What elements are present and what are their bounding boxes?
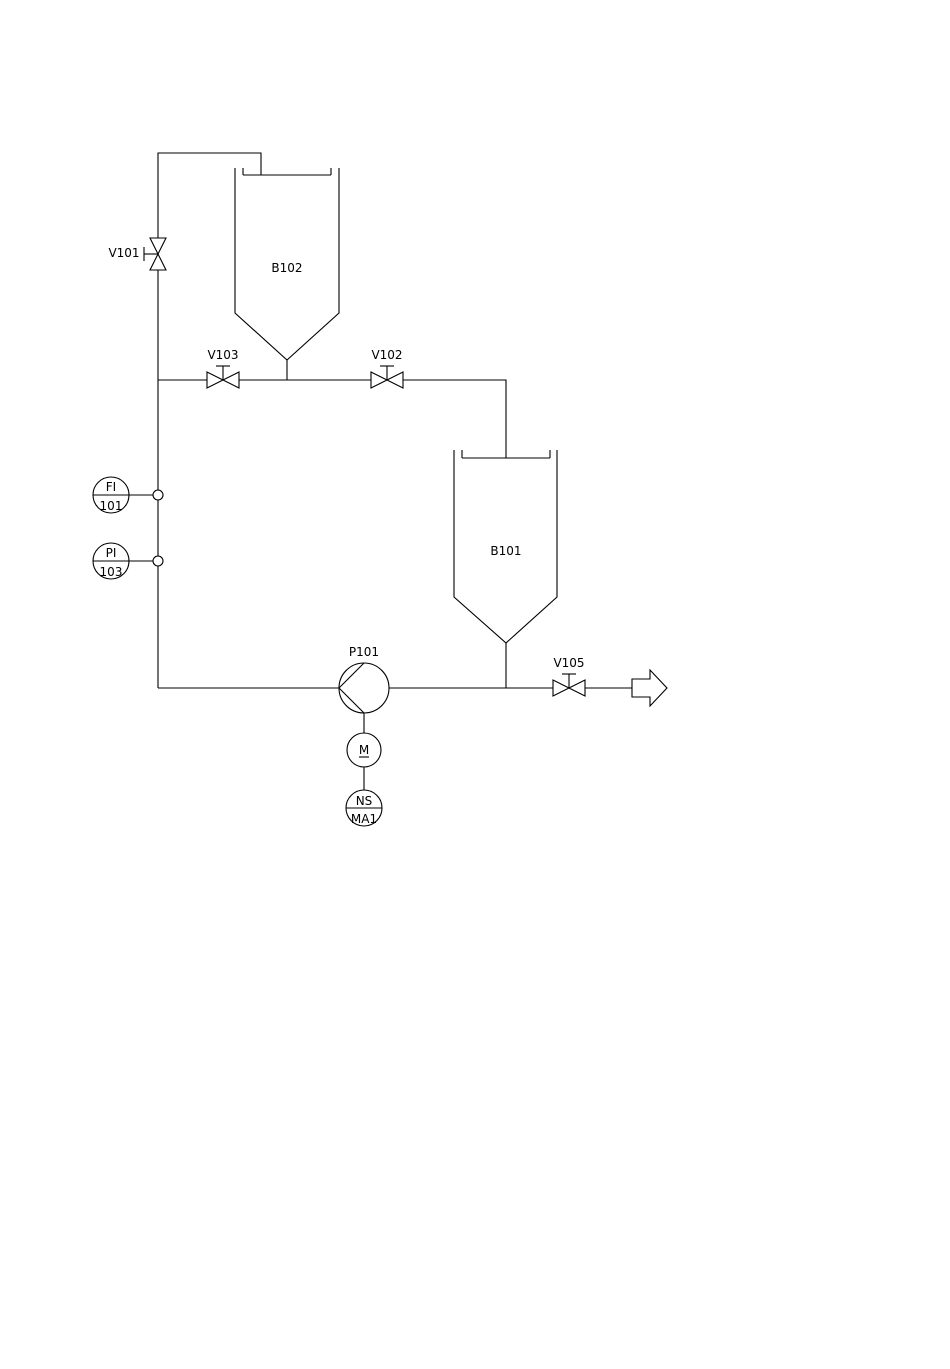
tank-b102: B102	[235, 168, 339, 360]
pump-p101[interactable]: P101	[339, 645, 389, 713]
instrument-pi103-function: PI	[106, 546, 117, 560]
pump-p101-label: P101	[349, 645, 379, 659]
instrument-nsma1-function: NS	[356, 794, 373, 808]
pump-p101-casing	[339, 663, 389, 713]
instrument-fi101-function: FI	[106, 480, 116, 494]
tank-b101-label: B101	[490, 544, 521, 558]
motor-label: M	[359, 743, 369, 757]
tank-b102-label: B102	[271, 261, 302, 275]
valve-v102[interactable]: V102	[371, 348, 403, 388]
outlet-arrow-icon	[632, 670, 667, 706]
instrument-pi103-number: 103	[100, 565, 123, 579]
valve-v101[interactable]: V101	[108, 238, 166, 270]
tank-b101: B101	[454, 450, 557, 643]
pipe-recirculation-top	[158, 153, 261, 240]
tap-point-fi101	[153, 490, 163, 500]
valve-v105-label: V105	[553, 656, 584, 670]
valve-v101-label: V101	[108, 246, 139, 260]
motor-m[interactable]: M	[347, 733, 381, 767]
valve-v103-label: V103	[207, 348, 238, 362]
valve-v102-label: V102	[371, 348, 402, 362]
instrument-fi101[interactable]: FI 101	[93, 477, 129, 513]
valve-v103[interactable]: V103	[207, 348, 239, 388]
tap-point-pi103	[153, 556, 163, 566]
pipe-header-to-b101	[403, 380, 506, 458]
valve-v105[interactable]: V105	[553, 656, 585, 696]
instrument-pi103[interactable]: PI 103	[93, 543, 129, 579]
instrument-fi101-number: 101	[100, 499, 123, 513]
instrument-nsma1[interactable]: NS MA1	[346, 790, 382, 826]
instrument-nsma1-number: MA1	[351, 812, 377, 826]
